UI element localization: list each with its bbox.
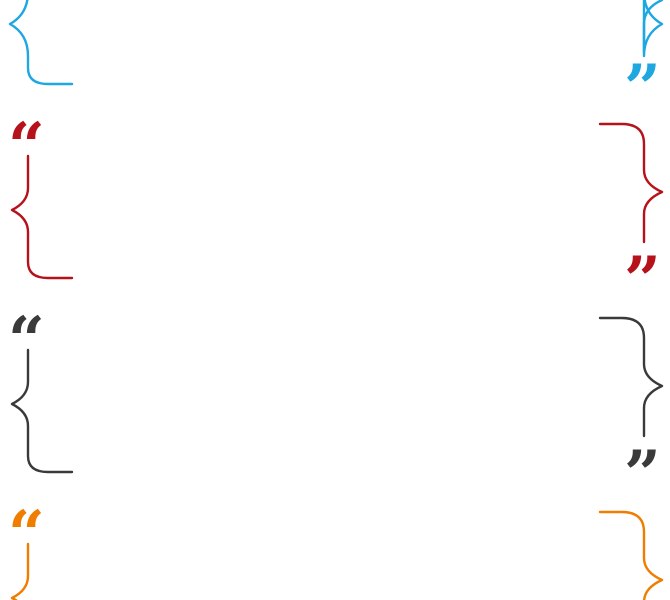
close-quote-mark: ” [624,51,661,126]
decoration-row-red: “ ” [8,109,664,318]
left-brace-icon [10,348,74,474]
right-brace-icon [642,0,664,54]
open-quote-mark: “ [8,303,45,378]
left-brace-icon [8,0,74,86]
left-brace-icon [10,542,30,600]
right-brace-icon [598,316,664,438]
right-brace-icon [598,122,664,244]
left-brace-icon [10,154,74,280]
open-quote-mark: “ [8,497,45,572]
decoration-row-orange: “ [8,497,664,600]
decoration-row-blue: ” [8,0,664,126]
right-brace-icon [642,0,664,58]
close-quote-mark: ” [624,437,661,512]
close-quote-mark: ” [624,243,661,318]
right-brace-icon [598,510,664,600]
open-quote-mark: “ [8,109,45,184]
decoration-row-dark: “ ” [8,303,664,512]
